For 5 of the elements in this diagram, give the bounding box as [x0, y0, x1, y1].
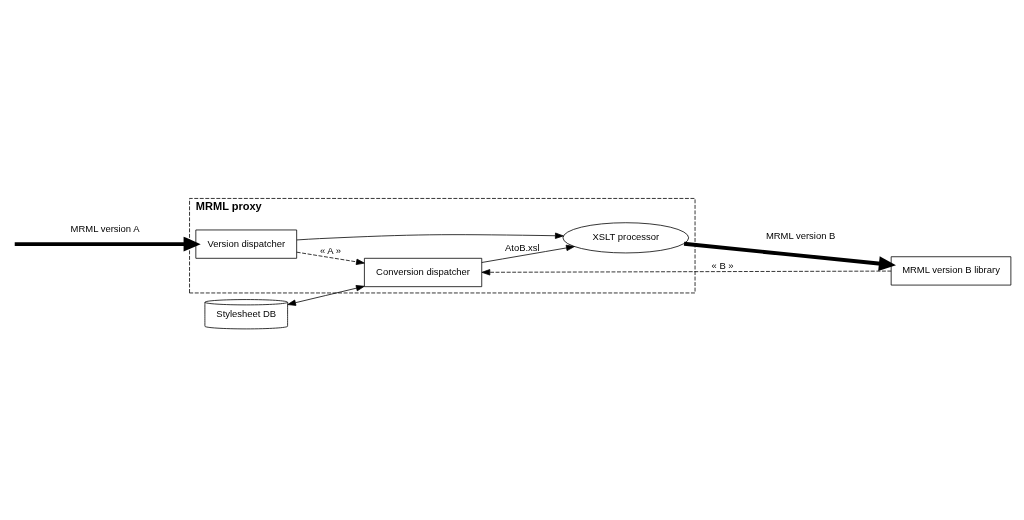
edge-label: MRML version A	[70, 222, 139, 234]
edge-label: AtoB.xsl	[504, 241, 540, 253]
edge-label: « B »	[711, 259, 734, 271]
edge-label: « A »	[319, 244, 341, 256]
edge-label: MRML version B	[765, 229, 835, 241]
